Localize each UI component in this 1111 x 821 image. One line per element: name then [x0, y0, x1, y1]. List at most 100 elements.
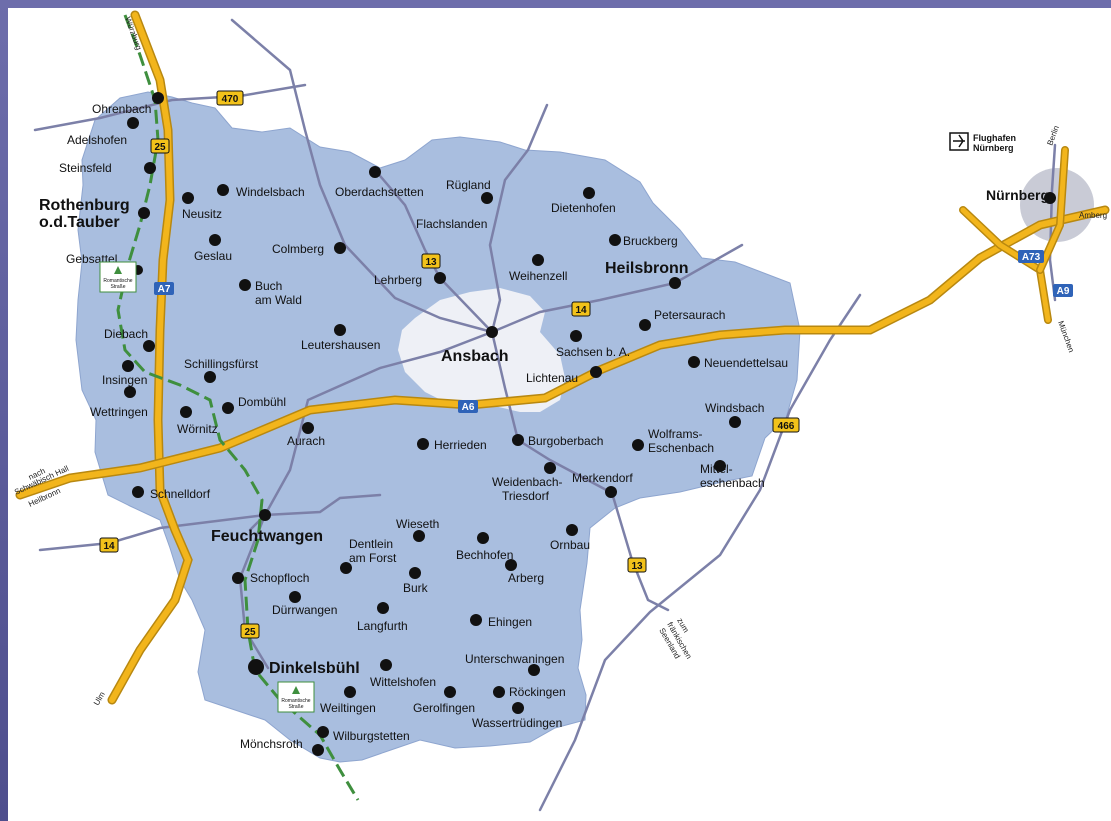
svg-text:Flughafen: Flughafen [973, 133, 1016, 143]
svg-text:A7: A7 [158, 284, 171, 295]
svg-text:Romantische: Romantische [103, 278, 132, 284]
svg-text:Nürnberg: Nürnberg [973, 143, 1014, 153]
svg-text:466: 466 [778, 421, 795, 432]
label-bruckberg: Bruckberg [623, 234, 678, 248]
label-insingen: Insingen [102, 373, 147, 387]
label-roeckingen: Röckingen [509, 685, 566, 699]
label-schnelldorf: Schnelldorf [150, 487, 211, 501]
shield-13b: 13 [627, 557, 647, 573]
label-ruegland: Rügland [446, 178, 491, 192]
svg-text:A9: A9 [1057, 286, 1070, 297]
svg-text:14: 14 [575, 305, 587, 316]
label-steinsfeld: Steinsfeld [59, 161, 112, 175]
autobahn-shields: A7 A6 A73 A9 [154, 250, 1073, 413]
label-merkendorf: Merkendorf [572, 471, 633, 485]
label-moenchsroth: Mönchsroth [240, 737, 303, 751]
label-dombuehl: Dombühl [238, 395, 286, 409]
label-lichtenau: Lichtenau [526, 371, 578, 385]
label-schopfloch: Schopfloch [250, 571, 309, 585]
label-berlin: Berlin [1045, 124, 1060, 146]
label-aurach: Aurach [287, 434, 325, 448]
label-langfurth: Langfurth [357, 619, 408, 633]
shield-470: 470 [216, 90, 244, 106]
svg-text:A6: A6 [462, 402, 475, 413]
label-ohrenbach: Ohrenbach [92, 102, 151, 116]
label-weidenbach: Weidenbach- [492, 475, 563, 489]
label-weidenbach-2: Triesdorf [502, 489, 550, 503]
label-nuernberg: Nürnberg [986, 187, 1049, 203]
shield-a73: A73 [1018, 250, 1044, 263]
label-duerrwangen: Dürrwangen [272, 603, 337, 617]
label-bechhofen: Bechhofen [456, 548, 513, 562]
label-mittel: Mittel- [700, 462, 733, 476]
label-lehrberg: Lehrberg [374, 273, 422, 287]
label-herrieden: Herrieden [434, 438, 487, 452]
svg-text:Straße: Straße [110, 284, 125, 290]
label-muenchen: München [1056, 320, 1076, 354]
label-ulm: Ulm [92, 690, 107, 707]
label-neusitz: Neusitz [182, 207, 222, 221]
shield-466: 466 [772, 417, 800, 433]
label-arberg: Arberg [508, 571, 544, 585]
shield-25b: 25 [240, 623, 260, 639]
label-wolframs-2: Eschenbach [648, 441, 714, 455]
svg-text:A73: A73 [1022, 252, 1041, 263]
label-dietenhofen: Dietenhofen [551, 201, 616, 215]
label-ornbau: Ornbau [550, 538, 590, 552]
label-buch-2: am Wald [255, 293, 302, 307]
label-weiltingen: Weiltingen [320, 701, 376, 715]
svg-text:470: 470 [222, 94, 239, 105]
shield-a7: A7 [154, 282, 174, 295]
region-area [75, 91, 801, 763]
label-dentlein-2: am Forst [349, 551, 397, 565]
place-labels: Ohrenbach Adelshofen Steinsfeld Rothenbu… [39, 102, 1049, 751]
label-adelshofen: Adelshofen [67, 133, 127, 147]
shield-13a: 13 [421, 253, 441, 269]
label-petersaurach: Petersaurach [654, 308, 725, 322]
label-rothenburg: Rothenburg [39, 197, 130, 214]
label-buch: Buch [255, 279, 282, 293]
romantic-road-sign-2: Romantische Straße [277, 681, 315, 713]
label-ansbach: Ansbach [441, 348, 509, 365]
label-windsbach: Windsbach [705, 401, 764, 415]
label-windelsbach: Windelsbach [236, 185, 305, 199]
label-wieseth: Wieseth [396, 517, 439, 531]
shield-25a: 25 [150, 138, 170, 154]
svg-text:25: 25 [154, 142, 166, 153]
label-neuendettelsau: Neuendettelsau [704, 356, 788, 370]
svg-text:25: 25 [244, 627, 256, 638]
label-dentlein: Dentlein [349, 537, 393, 551]
label-burgoberbach: Burgoberbach [528, 434, 603, 448]
svg-text:14: 14 [103, 541, 115, 552]
label-heilsbronn: Heilsbronn [605, 260, 689, 277]
road-shields: 470 25 13 14 466 14 13 25 [99, 90, 800, 639]
label-burk: Burk [403, 581, 429, 595]
map-canvas: Ohrenbach Adelshofen Steinsfeld Rothenbu… [8, 8, 1111, 821]
place-dots [122, 92, 1056, 756]
shield-14b: 14 [99, 537, 119, 553]
label-colmberg: Colmberg [272, 242, 324, 256]
map-svg: Ohrenbach Adelshofen Steinsfeld Rothenbu… [13, 10, 1110, 812]
label-leutershausen: Leutershausen [301, 338, 380, 352]
label-ehingen: Ehingen [488, 615, 532, 629]
label-wittelshofen: Wittelshofen [370, 675, 436, 689]
label-schillingsfuerst: Schillingsfürst [184, 357, 259, 371]
svg-text:13: 13 [631, 561, 643, 572]
label-weihenzell: Weihenzell [509, 269, 567, 283]
label-dinkelsbuehl: Dinkelsbühl [269, 660, 360, 677]
label-oberdachstetten: Oberdachstetten [335, 185, 424, 199]
svg-text:13: 13 [425, 257, 437, 268]
label-feuchtwangen: Feuchtwangen [211, 528, 323, 545]
label-woernitz: Wörnitz [177, 422, 218, 436]
label-gerolfingen: Gerolfingen [413, 701, 475, 715]
label-wolframs: Wolframs- [648, 427, 702, 441]
shield-14a: 14 [571, 301, 591, 317]
label-wassertruedingen: Wassertrüdingen [472, 716, 562, 730]
svg-text:Romantische: Romantische [281, 698, 310, 704]
label-wettringen: Wettringen [90, 405, 148, 419]
label-amberg: Amberg [1079, 211, 1107, 220]
label-unterschwaningen: Unterschwaningen [465, 652, 564, 666]
shield-a9: A9 [1053, 284, 1073, 297]
label-wilburgstetten: Wilburgstetten [333, 729, 410, 743]
